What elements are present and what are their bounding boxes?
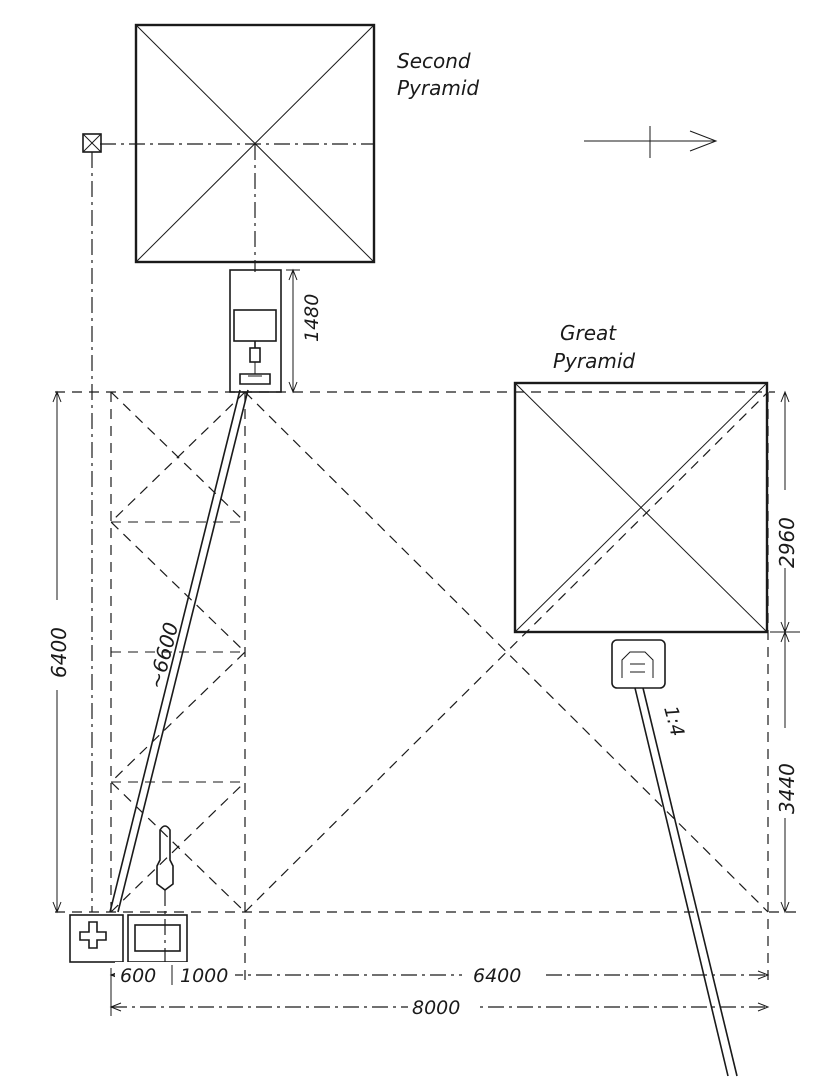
dimension-6400-vertical-label: 6400 xyxy=(47,627,71,678)
causeway-temple-icon xyxy=(611,639,666,689)
great-pyramid-causeway xyxy=(634,687,738,1077)
second-pyramid-causeway xyxy=(109,389,249,913)
dimension-row1-gap-left xyxy=(115,962,235,984)
valley-temple-right xyxy=(127,914,188,963)
dimension-row2-gap xyxy=(408,995,480,1017)
second-pyramid-label-line1: Second xyxy=(397,49,471,73)
dimension-6400-gap xyxy=(48,600,68,690)
valley-temple-left xyxy=(69,914,124,963)
dimension-1480-label: 1480 xyxy=(301,294,323,342)
north-arrow-icon xyxy=(584,126,718,158)
dimension-3440-label: 3440 xyxy=(775,763,799,814)
dimension-row1-gap-right xyxy=(462,962,544,984)
great-pyramid-label-line1: Great xyxy=(560,321,617,345)
sphinx-icon xyxy=(156,825,174,891)
grid-zigzag-right xyxy=(110,391,246,913)
great-pyramid-label-line2: Pyramid xyxy=(553,349,635,373)
dimension-2960-gap xyxy=(776,490,796,568)
slope-label: 1:4 xyxy=(659,704,688,739)
dimension-2960-label: 2960 xyxy=(775,517,799,568)
small-pyramid-symbol-icon xyxy=(82,133,102,153)
dimension-1000-label: 1000 xyxy=(180,965,228,987)
dimension-8000-label: 8000 xyxy=(412,997,460,1019)
dimension-3440-gap xyxy=(776,728,796,818)
second-pyramid-temple xyxy=(229,269,282,393)
dimension-6600-label: ~6600 xyxy=(144,620,184,691)
grid-diagonal-a xyxy=(110,391,246,523)
great-pyramid xyxy=(513,381,769,634)
second-pyramid-label-line2: Pyramid xyxy=(397,76,479,100)
dimension-6400-horizontal-label: 6400 xyxy=(473,965,521,987)
grid-diagonal-b xyxy=(110,781,246,913)
dimension-600-label: 600 xyxy=(120,965,156,987)
dimension-1480 xyxy=(286,268,300,394)
plan-diagonal-up xyxy=(244,391,769,913)
plan-diagonal-down xyxy=(244,391,769,913)
